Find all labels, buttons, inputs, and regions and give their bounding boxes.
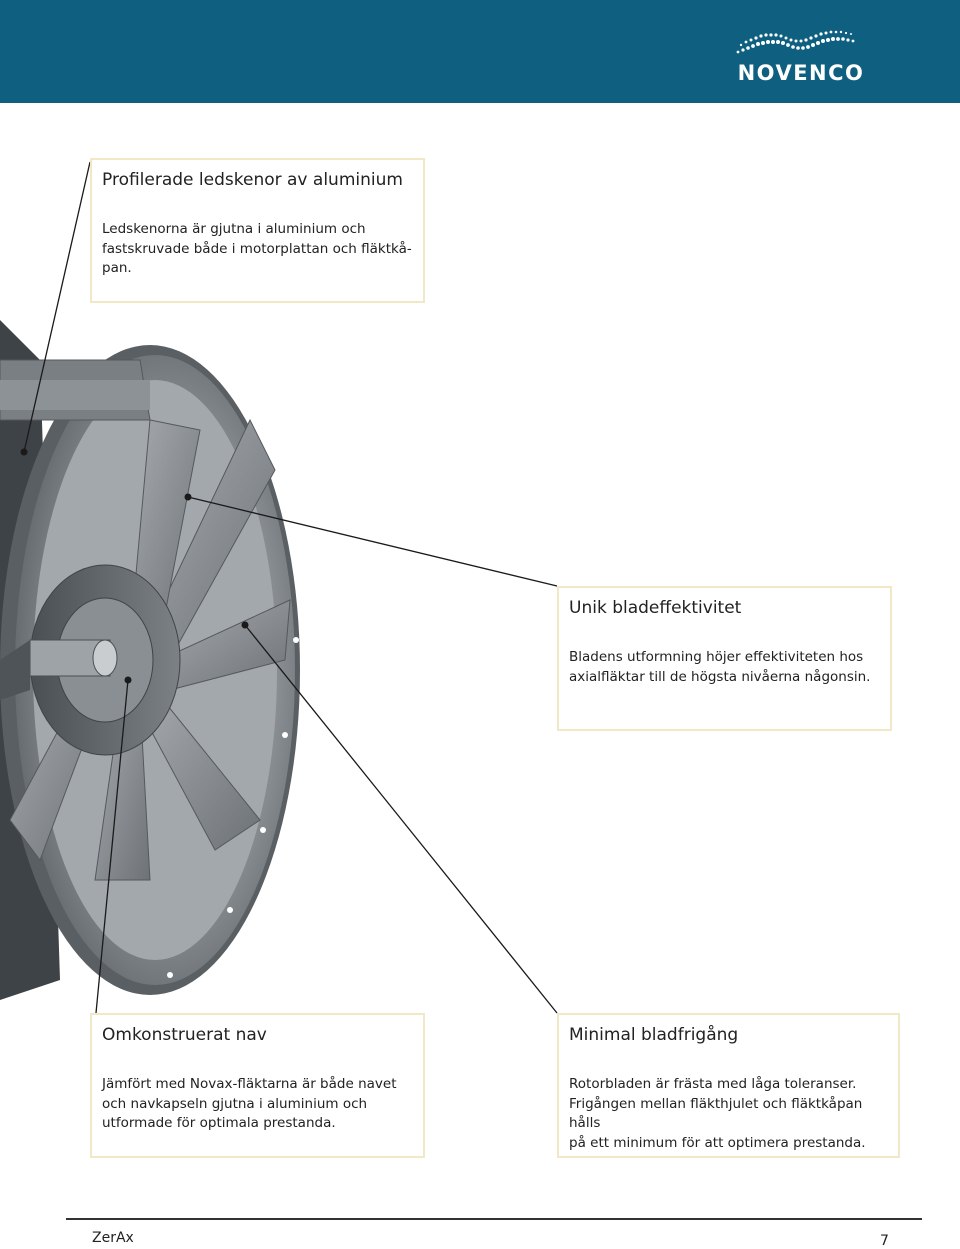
callout-marker (241, 621, 249, 629)
callout-title: Unik bladeffektivitet (569, 598, 742, 618)
logo-dots-icon (736, 30, 855, 54)
callout-blade-efficiency: Unik bladeffektivitet Bladens utformning… (557, 586, 892, 731)
callout-title: Omkonstruerat nav (102, 1025, 267, 1045)
callout-body: Rotorbladen är frästa med låga toleranse… (569, 1076, 866, 1151)
callout-marker (124, 676, 132, 684)
callout-body: Bladens utformning höjer effektiviteten … (569, 649, 871, 685)
brand-name: NOVENCO (737, 61, 865, 85)
callout-body: Ledskenorna är gjutna i aluminium och fa… (102, 221, 412, 276)
callout-title: Minimal bladfrigång (569, 1025, 739, 1045)
callout-marker (20, 448, 28, 456)
footer-title: ZerAx (92, 1230, 134, 1246)
callout-hub: Omkonstruerat nav Jämfört med Novax-fläk… (90, 1013, 425, 1158)
callout-marker (184, 493, 192, 501)
callout-body: Jämfört med Novax-fläktarna är både nave… (102, 1076, 397, 1131)
footer-rule (66, 1218, 922, 1220)
callout-guide-vanes: Profilerade ledskenor av aluminium Ledsk… (90, 158, 425, 303)
callout-title: Profilerade ledskenor av aluminium (102, 170, 403, 190)
callout-blade-clearance: Minimal bladfrigång Rotorbladen är fräst… (557, 1013, 900, 1158)
page-number: 7 (880, 1233, 889, 1249)
header-bar: NOVENCO (0, 0, 960, 103)
novenco-logo: NOVENCO (706, 28, 896, 85)
